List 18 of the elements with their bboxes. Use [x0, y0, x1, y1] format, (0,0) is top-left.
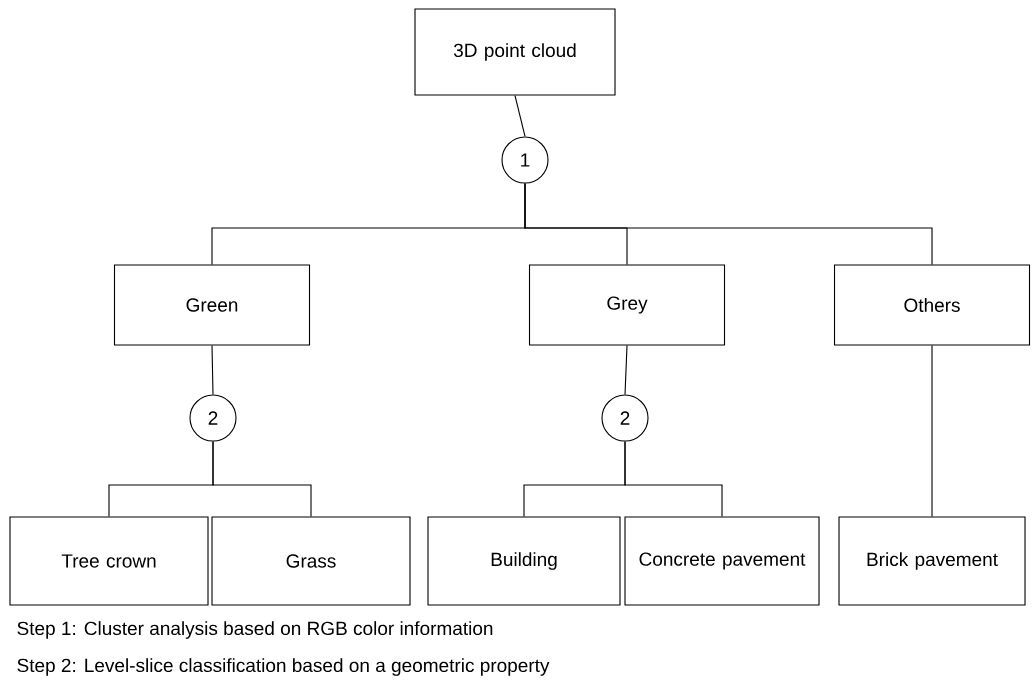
- class-box: Grey: [528, 264, 726, 346]
- class-box: Tree crown: [9, 516, 209, 606]
- connector-line: [931, 345, 933, 517]
- connector-line: [624, 441, 723, 517]
- step-note: Step 2: Level-slice classification based on a geometric property: [17, 658, 550, 676]
- class-box: Green: [113, 264, 311, 346]
- class-box: Building: [427, 516, 621, 606]
- class-box: 3D point cloud: [414, 8, 616, 96]
- class-box: Concrete pavement: [624, 516, 820, 606]
- connector-line: [212, 441, 312, 517]
- connector-line: [514, 95, 526, 137]
- step-note: Step 1: Cluster analysis based on RGB color information: [17, 621, 493, 639]
- class-box: Grass: [211, 516, 411, 606]
- class-box: Others: [833, 264, 1031, 346]
- class-box: Brick pavement: [838, 516, 1026, 606]
- connector-line: [211, 345, 214, 395]
- connector-line: [524, 183, 933, 265]
- connector-line: [624, 345, 628, 395]
